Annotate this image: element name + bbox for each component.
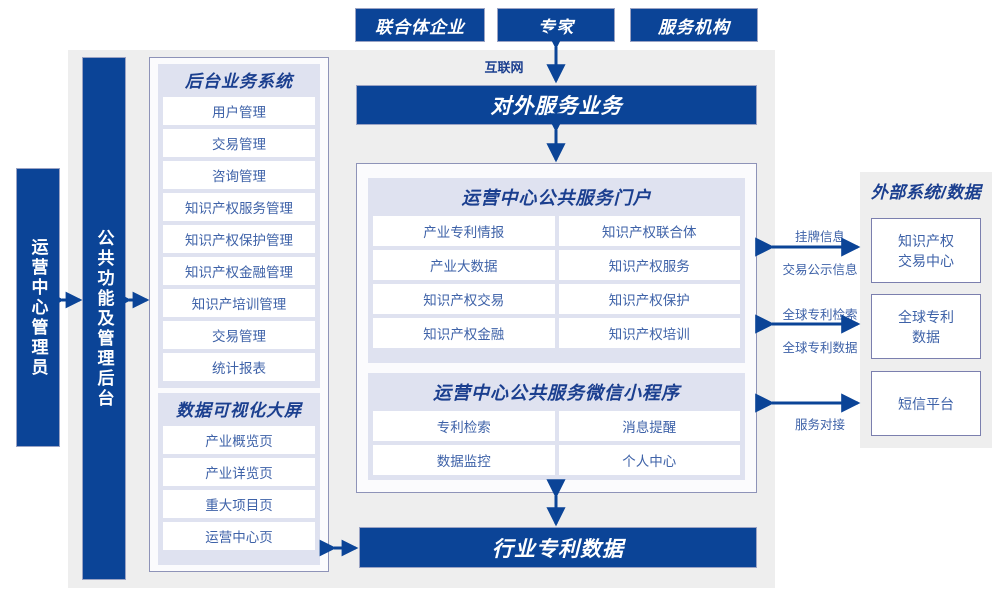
list-item[interactable]: 知识产权服务管理 — [163, 193, 315, 221]
label-line1: 知识产权 — [898, 232, 954, 249]
actor-box-expert[interactable]: 专家 — [497, 8, 615, 42]
actor-label: 专家 — [538, 17, 574, 37]
arrow-label-trade-public-info: 交易公示信息 — [782, 263, 858, 277]
grid-item[interactable]: 专利检索 — [373, 411, 555, 441]
list-item[interactable]: 统计报表 — [163, 353, 315, 381]
external-systems-title: 外部系统/数据 — [870, 183, 982, 202]
grid-item[interactable]: 消息提醒 — [558, 411, 740, 441]
external-box-label: 全球专利 数据 — [898, 307, 954, 347]
arrow-label-global-patent-data: 全球专利数据 — [782, 341, 858, 355]
list-item[interactable]: 交易管理 — [163, 321, 315, 349]
grid-item[interactable]: 知识产权交易 — [373, 284, 555, 314]
label-line1: 全球专利 — [898, 308, 954, 325]
list-item[interactable]: 运营中心页 — [163, 522, 315, 550]
actor-label: 联合体企业 — [375, 17, 465, 37]
role-bar-operation-center-admin[interactable]: 运营中心管理员 — [16, 168, 60, 447]
arrow-label-service-docking: 服务对接 — [794, 418, 845, 432]
list-item[interactable]: 知识产权保护管理 — [163, 225, 315, 253]
external-box-global-patent-data[interactable]: 全球专利 数据 — [871, 294, 981, 359]
arrow-label-global-patent-search: 全球专利检索 — [782, 308, 858, 322]
backend-business-system-list: 用户管理 交易管理 咨询管理 知识产权服务管理 知识产权保护管理 知识产权金融管… — [163, 97, 315, 381]
group-title: 后台业务系统 — [185, 72, 293, 91]
industry-patent-data-bar[interactable]: 行业专利数据 — [359, 527, 757, 568]
bar-label: 行业专利数据 — [492, 537, 624, 561]
data-visualization-group: 数据可视化大屏 产业概览页 产业详览页 重大项目页 运营中心页 — [158, 393, 320, 565]
label-line2: 数据 — [912, 328, 940, 345]
actor-label: 服务机构 — [658, 17, 730, 37]
label-line1: 短信平台 — [898, 395, 954, 412]
backend-business-system-group: 后台业务系统 用户管理 交易管理 咨询管理 知识产权服务管理 知识产权保护管理 … — [158, 64, 320, 388]
grid-item[interactable]: 个人中心 — [558, 445, 740, 475]
grid-item[interactable]: 知识产权服务 — [558, 250, 740, 280]
grid-item[interactable]: 产业专利情报 — [373, 216, 555, 246]
role-label: 公共功能及管理后台 — [94, 228, 114, 409]
bar-label: 对外服务业务 — [490, 95, 623, 118]
label-line2: 交易中心 — [898, 252, 954, 269]
public-service-portal-group: 运营中心公共服务门户 产业专利情报 知识产权联合体 产业大数据 知识产权服务 知… — [368, 178, 745, 363]
grid-item[interactable]: 产业大数据 — [373, 250, 555, 280]
data-visualization-list: 产业概览页 产业详览页 重大项目页 运营中心页 — [163, 426, 315, 550]
grid-item[interactable]: 知识产权金融 — [373, 318, 555, 348]
group-title: 运营中心公共服务门户 — [461, 188, 652, 208]
role-label: 运营中心管理员 — [28, 237, 48, 378]
grid-item[interactable]: 知识产权培训 — [558, 318, 740, 348]
arrow-label-listing-info: 挂牌信息 — [794, 230, 845, 244]
list-item[interactable]: 知识产权金融管理 — [163, 257, 315, 285]
role-bar-public-function-backend[interactable]: 公共功能及管理后台 — [82, 57, 126, 580]
wechat-miniprogram-group: 运营中心公共服务微信小程序 专利检索 消息提醒 数据监控 个人中心 — [368, 373, 745, 480]
internet-label: 互联网 — [484, 60, 524, 75]
external-service-business-bar[interactable]: 对外服务业务 — [356, 85, 757, 125]
external-box-sms-platform[interactable]: 短信平台 — [871, 371, 981, 436]
list-item[interactable]: 交易管理 — [163, 129, 315, 157]
external-box-label: 知识产权 交易中心 — [898, 231, 954, 271]
group-title: 数据可视化大屏 — [176, 401, 302, 420]
external-box-label: 短信平台 — [898, 394, 954, 414]
list-item[interactable]: 重大项目页 — [163, 490, 315, 518]
actor-box-union-enterprise[interactable]: 联合体企业 — [355, 8, 485, 42]
list-item[interactable]: 咨询管理 — [163, 161, 315, 189]
list-item[interactable]: 产业概览页 — [163, 426, 315, 454]
list-item[interactable]: 产业详览页 — [163, 458, 315, 486]
portal-grid: 产业专利情报 知识产权联合体 产业大数据 知识产权服务 知识产权交易 知识产权保… — [373, 216, 740, 348]
miniprogram-grid: 专利检索 消息提醒 数据监控 个人中心 — [373, 411, 740, 475]
external-box-ip-trading-center[interactable]: 知识产权 交易中心 — [871, 218, 981, 283]
actor-box-service-agency[interactable]: 服务机构 — [630, 8, 758, 42]
list-item[interactable]: 用户管理 — [163, 97, 315, 125]
grid-item[interactable]: 知识产权联合体 — [558, 216, 740, 246]
grid-item[interactable]: 知识产权保护 — [558, 284, 740, 314]
group-title: 运营中心公共服务微信小程序 — [433, 383, 680, 403]
grid-item[interactable]: 数据监控 — [373, 445, 555, 475]
list-item[interactable]: 知识产培训管理 — [163, 289, 315, 317]
